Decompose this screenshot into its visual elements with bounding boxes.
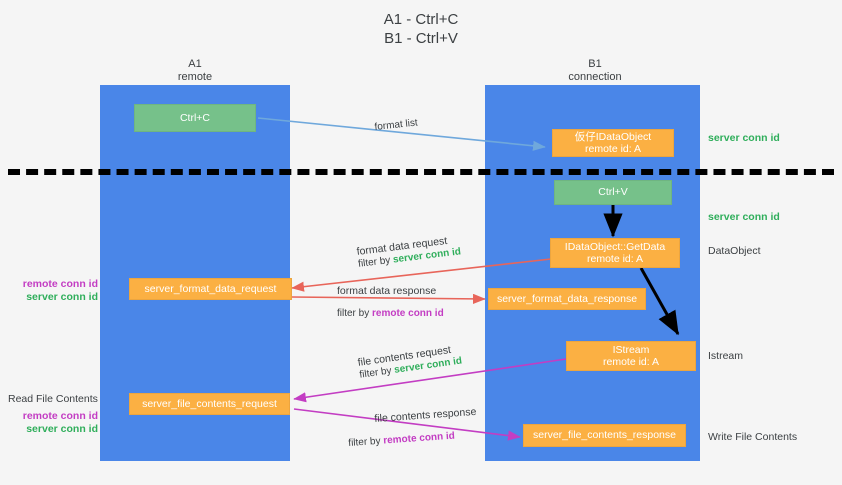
box-server-file-contents-request-label: server_file_contents_request	[142, 397, 277, 410]
left-label-conn-ids-upper: remote conn id server conn id	[10, 278, 98, 304]
left-label-remote-conn-id-lower: remote conn id	[22, 410, 98, 422]
right-label-dataobject: DataObject	[708, 245, 761, 257]
label-file-contents-response-filter-wrap: filter by remote conn id	[348, 431, 455, 450]
lane-header-b1: B1 connection	[520, 58, 670, 84]
box-server-format-data-response-label: server_format_data_response	[496, 292, 638, 305]
box-istream[interactable]: IStream remote id: A	[566, 341, 696, 371]
lane-header-a1-sub: remote	[177, 71, 213, 83]
right-label-server-conn-id-top: server conn id	[708, 132, 780, 144]
title-line-1: A1 - Ctrl+C	[383, 11, 459, 28]
box-ctrl-c-label: Ctrl+C	[179, 111, 211, 124]
left-label-conn-ids-lower: remote conn id server conn id	[10, 410, 98, 436]
left-label-server-conn-id-lower: server conn id	[26, 423, 98, 435]
box-idataobject-line1: 仮仔IDataObject	[574, 130, 652, 143]
left-label-remote-conn-id-upper: remote conn id	[22, 278, 98, 290]
page-title: A1 - Ctrl+C B1 - Ctrl+V	[0, 10, 842, 48]
label-file-contents-response-filter: filter by remote conn id	[348, 431, 455, 450]
label-file-contents-request: file contents request filter by server c…	[357, 343, 463, 382]
lane-header-a1-name: A1	[188, 58, 202, 70]
box-idataobject[interactable]: 仮仔IDataObject remote id: A	[552, 129, 674, 157]
label-file-contents-response-filter-value: remote conn id	[382, 430, 456, 447]
box-istream-line2: remote id: A	[602, 356, 660, 368]
box-ctrl-v-label: Ctrl+V	[598, 186, 628, 199]
right-label-server-conn-id-second: server conn id	[708, 211, 780, 223]
label-file-contents-response-main-wrap: file contents response	[374, 406, 477, 426]
label-format-data-request: format data request filter by server con…	[356, 233, 462, 270]
phase-divider	[8, 169, 834, 175]
label-file-contents-response-main: file contents response	[374, 405, 477, 425]
right-label-istream: Istream	[708, 350, 744, 362]
label-format-data-response-filter: filter by remote conn id	[337, 308, 444, 320]
box-idataobject-getdata-line2: remote id: A	[586, 253, 644, 265]
box-server-format-data-request-label: server_format_data_request	[144, 282, 277, 295]
box-idataobject-line2: remote id: A	[584, 143, 642, 155]
label-format-list-text: format list	[374, 117, 419, 133]
label-format-data-response: format data response filter by remote co…	[337, 285, 444, 320]
lane-header-a1: A1 remote	[120, 58, 270, 84]
box-ctrl-c[interactable]: Ctrl+C	[134, 104, 256, 132]
box-idataobject-getdata[interactable]: IDataObject::GetData remote id: A	[550, 238, 680, 268]
label-format-list: format list	[374, 117, 418, 133]
box-server-file-contents-request[interactable]: server_file_contents_request	[129, 393, 290, 415]
box-idataobject-getdata-line1: IDataObject::GetData	[564, 240, 666, 253]
label-format-data-response-filter-prefix: filter by	[337, 308, 373, 319]
title-line-2: B1 - Ctrl+V	[384, 30, 458, 47]
label-format-data-response-filter-value: remote conn id	[372, 308, 444, 319]
box-server-format-data-request[interactable]: server_format_data_request	[129, 278, 292, 300]
label-format-data-response-main: format data response	[337, 285, 437, 297]
box-server-file-contents-response[interactable]: server_file_contents_response	[523, 424, 686, 447]
lane-header-b1-sub: connection	[568, 71, 622, 83]
lane-header-b1-name: B1	[588, 58, 602, 70]
right-label-write-file-contents: Write File Contents	[708, 431, 798, 443]
box-server-file-contents-response-label: server_file_contents_response	[532, 429, 676, 442]
box-istream-line1: IStream	[612, 343, 650, 356]
left-label-server-conn-id-upper: server conn id	[26, 291, 98, 303]
box-server-format-data-response[interactable]: server_format_data_response	[488, 288, 646, 310]
label-file-contents-response-filter-prefix: filter by	[348, 435, 384, 449]
box-ctrl-v[interactable]: Ctrl+V	[554, 180, 672, 205]
left-label-read-file-contents: Read File Contents	[8, 393, 98, 405]
